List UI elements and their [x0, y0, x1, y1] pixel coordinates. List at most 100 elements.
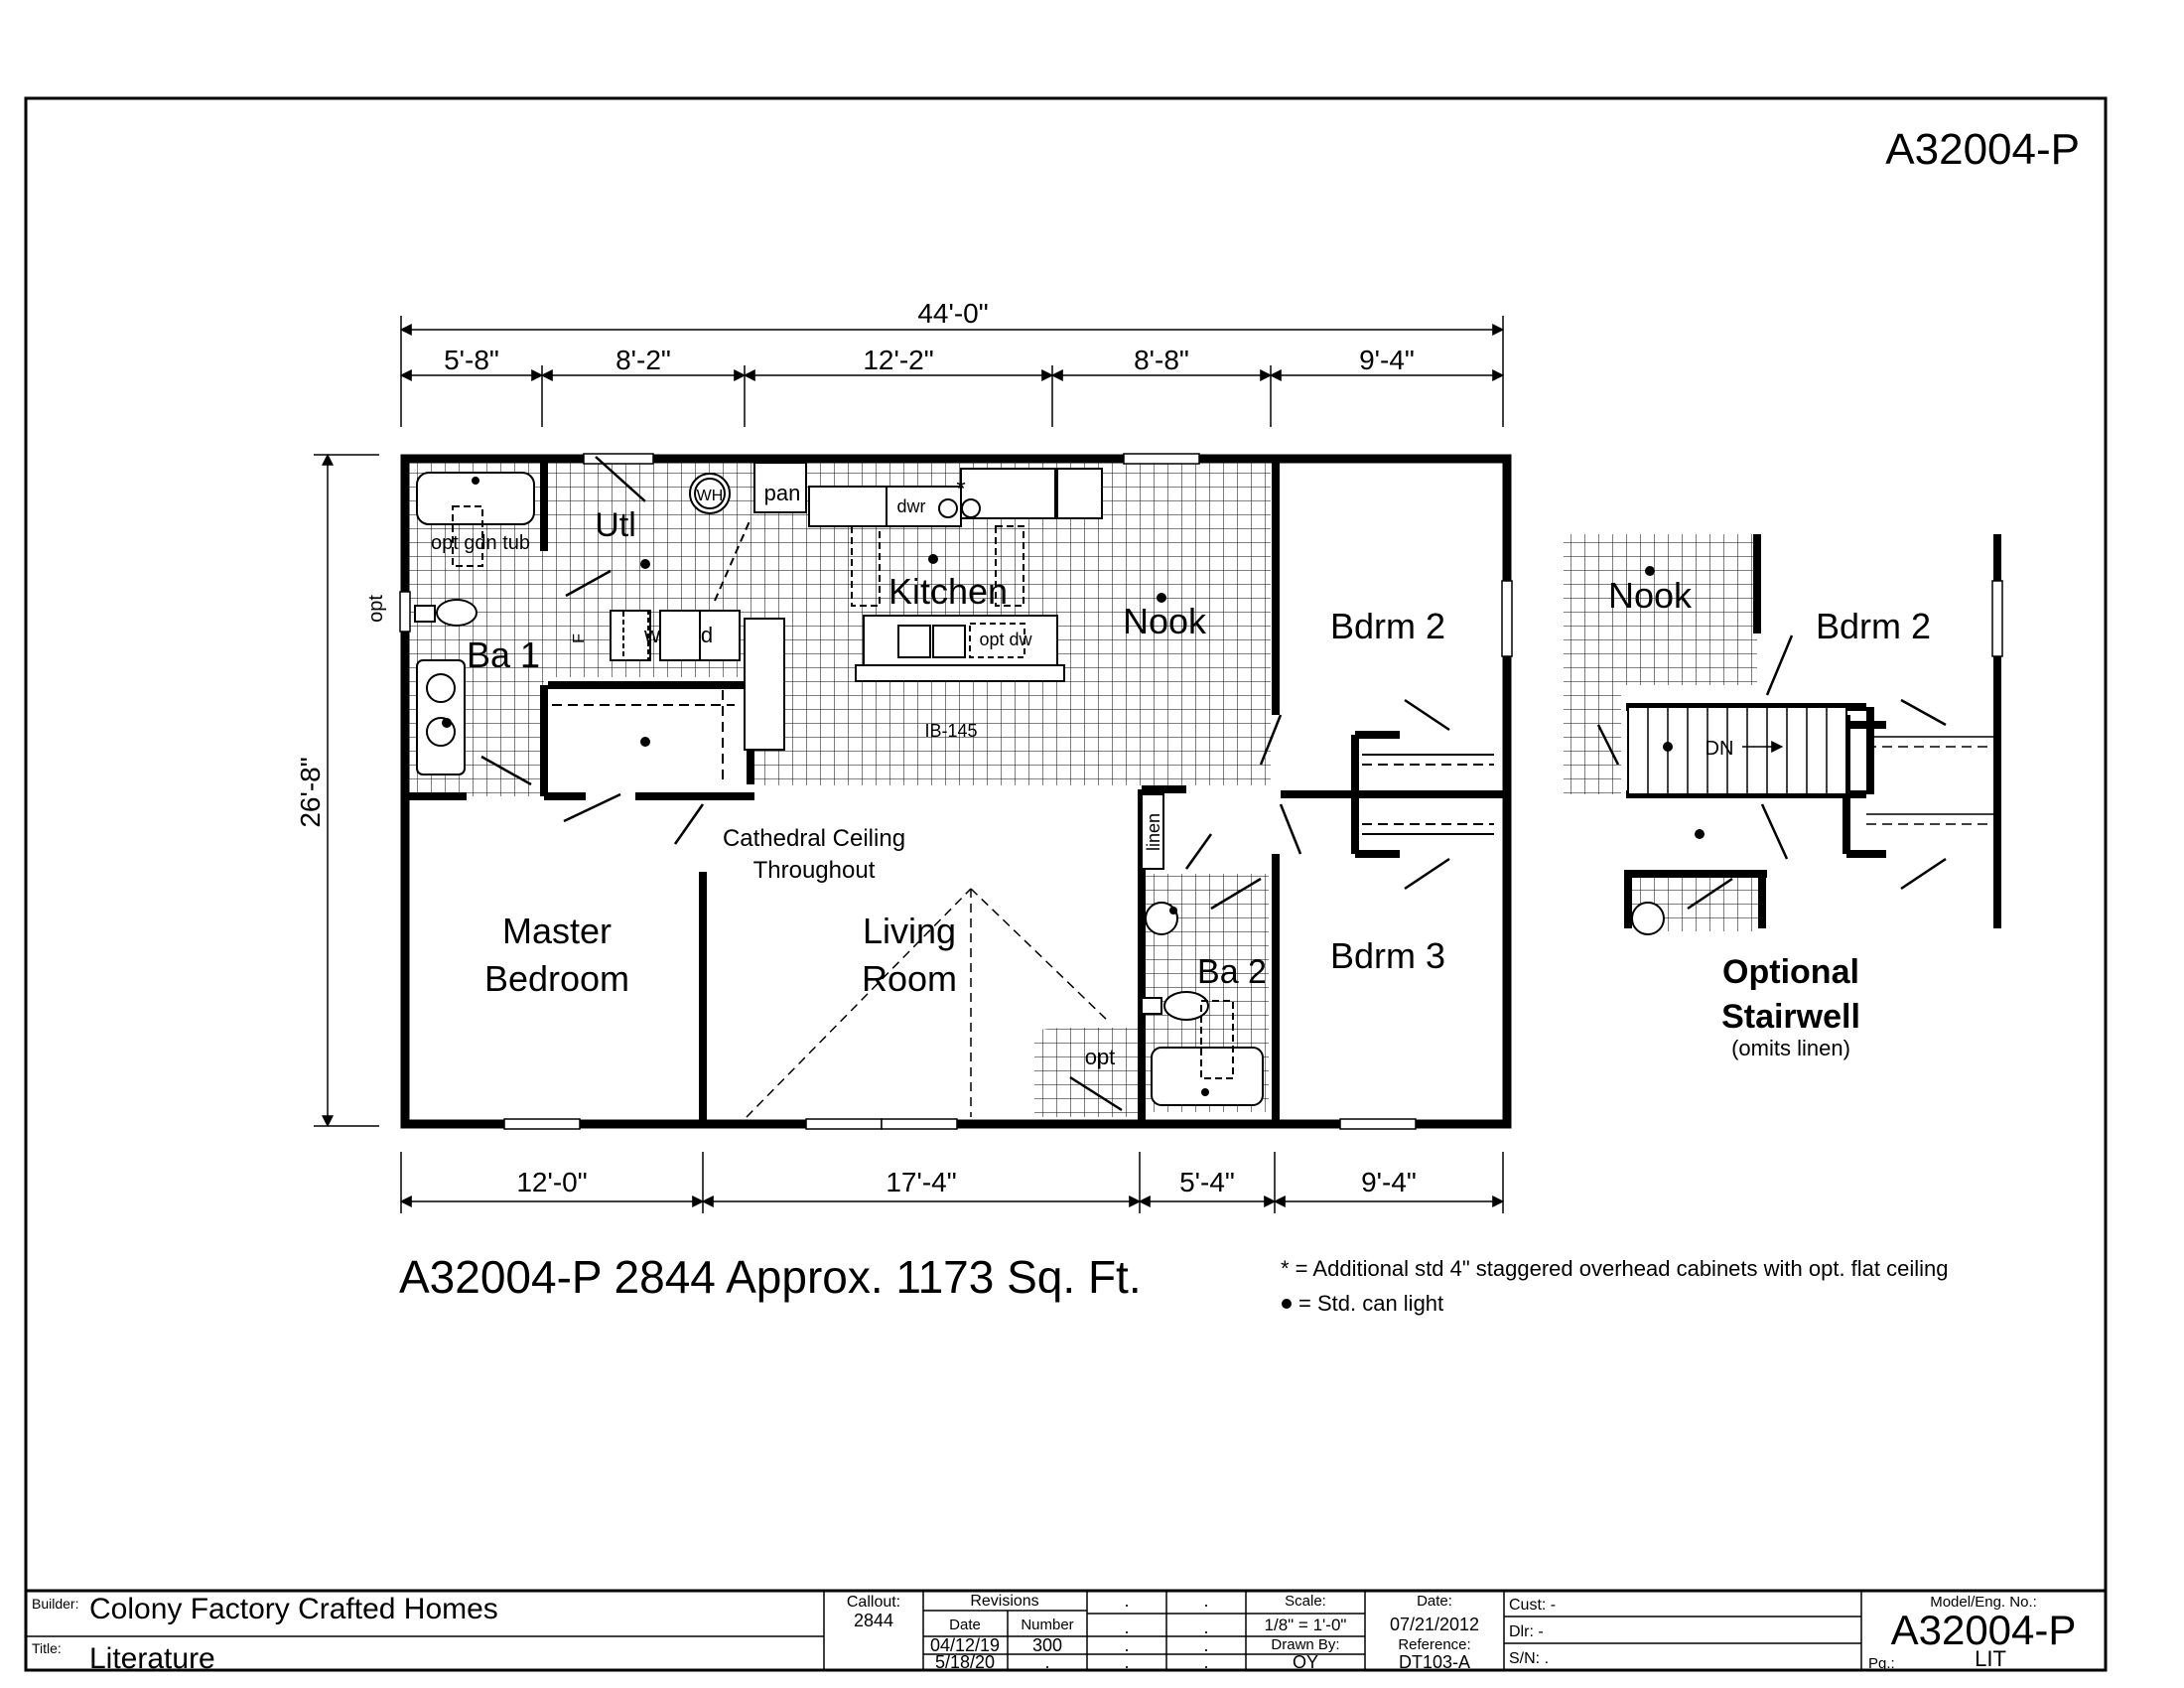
label-d: d	[701, 623, 713, 647]
callout-label: Callout:	[847, 1594, 900, 1611]
model-value: A32004-P	[1891, 1607, 2077, 1653]
rev-dot-5: .	[1124, 1635, 1129, 1655]
date-value: 07/21/2012	[1390, 1615, 1479, 1634]
dlr-value: Dlr: -	[1509, 1623, 1544, 1640]
stair-title-1: Optional	[1722, 953, 1859, 991]
label-dwr: dwr	[896, 496, 925, 516]
rev-dot-7: .	[1124, 1652, 1129, 1672]
label-opt-gdn-tub: opt gdn tub	[431, 532, 530, 554]
dim-top-1: 5'-8"	[444, 345, 499, 375]
top-dimensions	[399, 316, 1505, 427]
dim-bottom-4: 9'-4"	[1361, 1167, 1417, 1197]
interior-walls	[409, 463, 1503, 1120]
revisions-label: Revisions	[970, 1593, 1038, 1610]
builder-label: Builder:	[32, 1596, 78, 1612]
model-label: Model/Eng. No.:	[1930, 1594, 2037, 1611]
ba1-fixtures	[414, 472, 535, 775]
model-number-top: A32004-P	[1885, 125, 2080, 174]
rev-dot-6: .	[1203, 1635, 1208, 1655]
scale-value: 1/8" = 1'-0"	[1265, 1616, 1347, 1634]
label-linen: linen	[1144, 813, 1163, 851]
label-ba1: Ba 1	[467, 634, 540, 675]
dim-overall-width: 44'-0"	[917, 298, 988, 329]
label-cathedral-2: Throughout	[753, 857, 876, 884]
stair-label-dn: DN	[1706, 738, 1734, 760]
builder-name: Colony Factory Crafted Homes	[89, 1593, 498, 1625]
dim-bottom-3: 5'-4"	[1179, 1167, 1235, 1197]
label-w: w	[643, 623, 660, 647]
label-ba2: Ba 2	[1197, 953, 1267, 991]
stair-label-bdrm2: Bdrm 2	[1816, 606, 1931, 646]
label-living-1: Living	[863, 911, 956, 951]
left-dimension	[314, 453, 379, 1128]
callout-value: 2844	[854, 1611, 893, 1630]
rev-dot-1: .	[1124, 1591, 1129, 1611]
label-kitchen: Kitchen	[888, 571, 1008, 612]
label-island: IB-145	[924, 721, 977, 741]
can-light-legend-icon	[1282, 1299, 1292, 1309]
reference-value: DT103-A	[1399, 1652, 1470, 1672]
label-master-1: Master	[502, 911, 612, 951]
bottom-dimensions	[399, 1152, 1505, 1213]
label-star: *	[956, 476, 965, 502]
title-block	[26, 1589, 2106, 1670]
label-opt-fireplace: opt	[1085, 1045, 1116, 1069]
reference-label: Reference:	[1398, 1636, 1470, 1653]
date-label: Date:	[1417, 1593, 1452, 1610]
dim-bottom-2: 17'-4"	[886, 1167, 956, 1197]
label-nook: Nook	[1123, 601, 1207, 641]
dim-top-5: 9'-4"	[1359, 345, 1415, 375]
dim-top-4: 8'-8"	[1134, 345, 1189, 375]
label-pan: pan	[764, 481, 801, 505]
note-cabinets: * = Additional std 4" staggered overhead…	[1281, 1256, 1949, 1281]
rev1-number: 300	[1032, 1635, 1062, 1655]
scale-label: Scale:	[1285, 1593, 1326, 1610]
dim-top-2: 8'-2"	[615, 345, 671, 375]
label-bdrm3: Bdrm 3	[1330, 935, 1445, 976]
rev-dot-4: .	[1203, 1618, 1208, 1637]
drawn-value: OY	[1293, 1652, 1318, 1672]
doors	[480, 456, 1450, 1112]
rev-dot-8: .	[1203, 1652, 1208, 1672]
title-label: Title:	[32, 1640, 62, 1656]
can-lights	[442, 477, 1209, 1096]
label-living-2: Room	[862, 958, 957, 999]
optional-stairwell-plan: Nook Bdrm 2 DN Optional Stairwell (omits…	[1564, 534, 2003, 1060]
rev-date-header: Date	[949, 1617, 981, 1633]
label-opt-window: opt	[365, 595, 387, 623]
label-opt-dw: opt dw	[979, 630, 1032, 649]
pg-label: Pg.:	[1868, 1655, 1895, 1672]
sn-value: S/N: .	[1509, 1650, 1549, 1667]
rev-number-header: Number	[1021, 1617, 1073, 1633]
rev-dot-2: .	[1203, 1591, 1208, 1611]
stair-label-nook: Nook	[1608, 575, 1693, 616]
ceiling-ridge	[746, 888, 1111, 1118]
rev2-date: 5/18/20	[935, 1652, 995, 1672]
cust-value: Cust: -	[1509, 1597, 1556, 1614]
pg-value: LIT	[1975, 1646, 2006, 1671]
stair-title-2: Stairwell	[1721, 998, 1860, 1036]
utility-fixtures	[610, 462, 807, 751]
kitchen-fixtures	[808, 468, 1103, 682]
rev2-number: .	[1044, 1652, 1049, 1672]
stair-note: (omits linen)	[1731, 1036, 1850, 1060]
windows	[399, 453, 1513, 1130]
dim-top-3: 12'-2"	[863, 345, 933, 375]
main-floor-plan: opt opt gdn tub Utl WH pan dwr * Kitchen…	[365, 453, 1513, 1130]
label-utl: Utl	[595, 506, 636, 544]
label-bdrm2: Bdrm 2	[1330, 606, 1445, 646]
plan-caption: A32004-P 2844 Approx. 1173 Sq. Ft.	[399, 1251, 1142, 1303]
label-wh: WH	[697, 488, 724, 504]
label-master-2: Bedroom	[484, 958, 629, 999]
sheet-border	[24, 96, 2108, 1672]
dim-bottom-1: 12'-0"	[516, 1167, 587, 1197]
rev1-date: 04/12/19	[930, 1635, 1000, 1655]
title-value: Literature	[89, 1642, 215, 1675]
note-can-light: = Std. can light	[1298, 1291, 1443, 1316]
rev-dot-3: .	[1124, 1618, 1129, 1637]
ba2-fixtures	[1141, 793, 1264, 1106]
label-cathedral-1: Cathedral Ceiling	[723, 825, 905, 852]
label-f: F	[571, 633, 588, 643]
dim-depth: 26'-8"	[295, 757, 326, 827]
